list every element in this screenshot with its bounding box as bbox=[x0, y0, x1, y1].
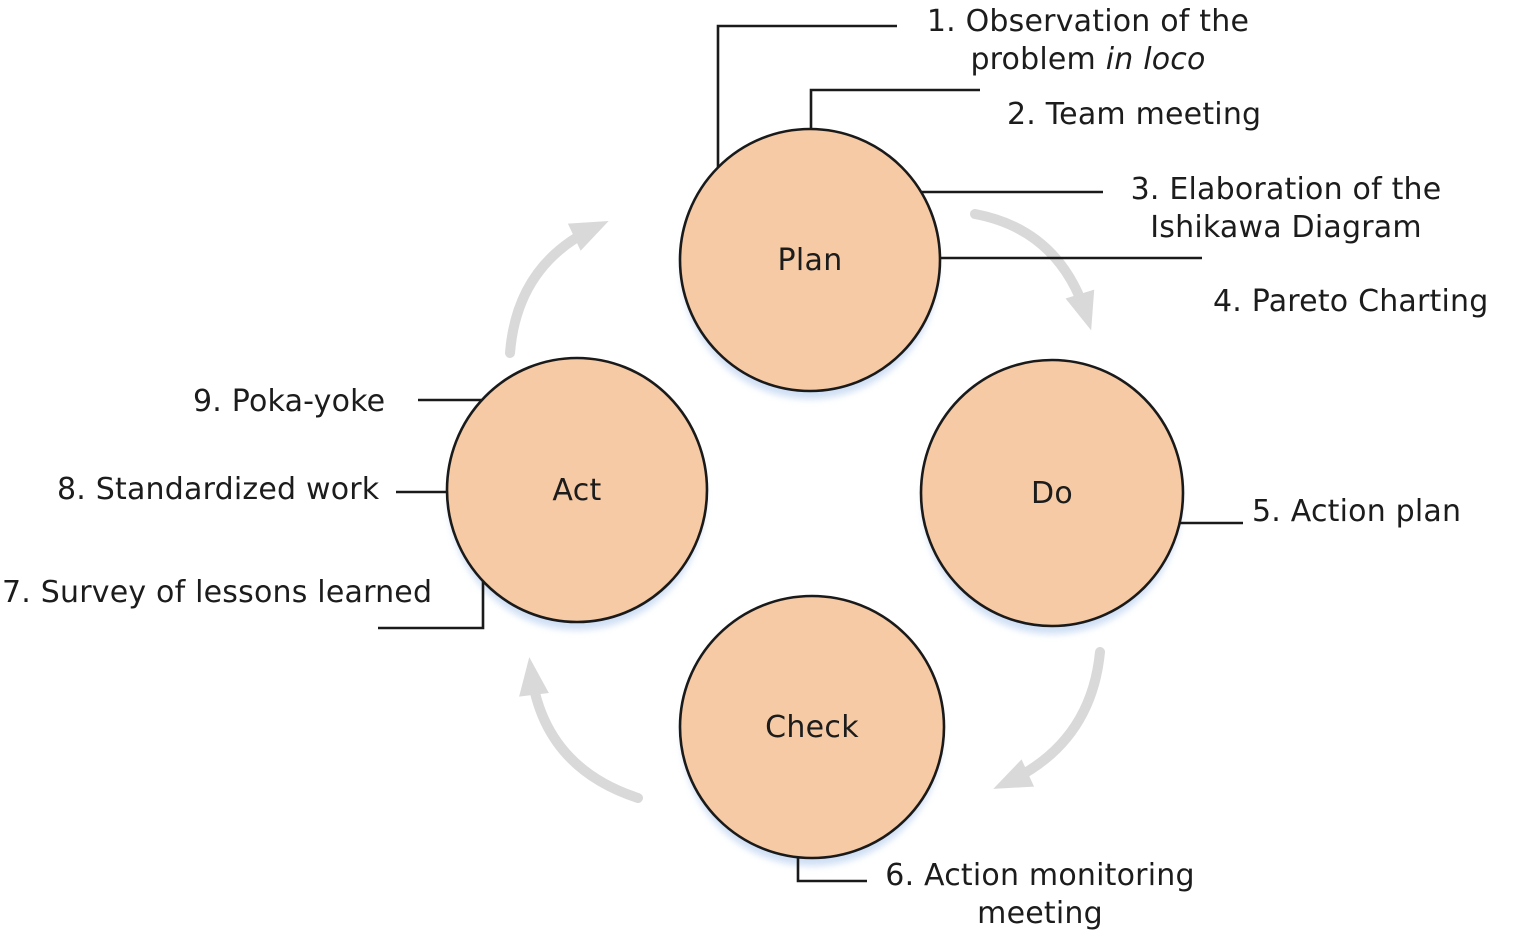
act-circle bbox=[445, 356, 709, 624]
plan-circle bbox=[678, 127, 942, 393]
phase-label-check: Check bbox=[765, 709, 859, 745]
annotation-1-line2: problem in loco bbox=[970, 42, 1206, 77]
annotation-3-line2: Ishikawa Diagram bbox=[1150, 210, 1422, 245]
annotation-9-poka-yoke: 9. Poka-yoke bbox=[193, 384, 386, 419]
annotation-6-line1: 6. Action monitoring bbox=[885, 858, 1195, 893]
phase-label-act: Act bbox=[552, 472, 602, 508]
annotation-1-observation: 1. Observation of the problem in loco bbox=[878, 3, 1298, 79]
annotation-8-standardized-work: 8. Standardized work bbox=[57, 472, 380, 507]
annotation-7-lessons-learned: 7. Survey of lessons learned bbox=[2, 575, 433, 610]
cycle-arrow-check-to-act bbox=[519, 657, 643, 803]
annotation-6-monitoring: 6. Action monitoring meeting bbox=[880, 857, 1200, 933]
connector-annotation-2 bbox=[809, 88, 980, 134]
annotation-3-ishikawa: 3. Elaboration of the Ishikawa Diagram bbox=[1076, 171, 1496, 247]
connector-annotation-7 bbox=[378, 580, 485, 630]
annotation-2-team-meeting: 2. Team meeting bbox=[1007, 97, 1262, 132]
connector-annotation-1 bbox=[716, 24, 897, 170]
phase-label-plan: Plan bbox=[777, 242, 843, 278]
annotation-1-line1: 1. Observation of the bbox=[926, 4, 1250, 39]
cycle-arrow-act-to-plan bbox=[505, 221, 609, 358]
annotation-5-action-plan: 5. Action plan bbox=[1252, 494, 1462, 529]
phase-label-do: Do bbox=[1030, 475, 1074, 511]
do-circle bbox=[919, 358, 1185, 628]
check-circle bbox=[678, 594, 946, 860]
annotation-4-pareto: 4. Pareto Charting bbox=[1213, 284, 1489, 319]
annotation-6-line2: meeting bbox=[977, 896, 1103, 931]
cycle-arrow-plan-to-do bbox=[970, 209, 1095, 331]
annotation-3-line1: 3. Elaboration of the bbox=[1130, 172, 1442, 207]
cycle-arrow-do-to-check bbox=[993, 647, 1105, 789]
